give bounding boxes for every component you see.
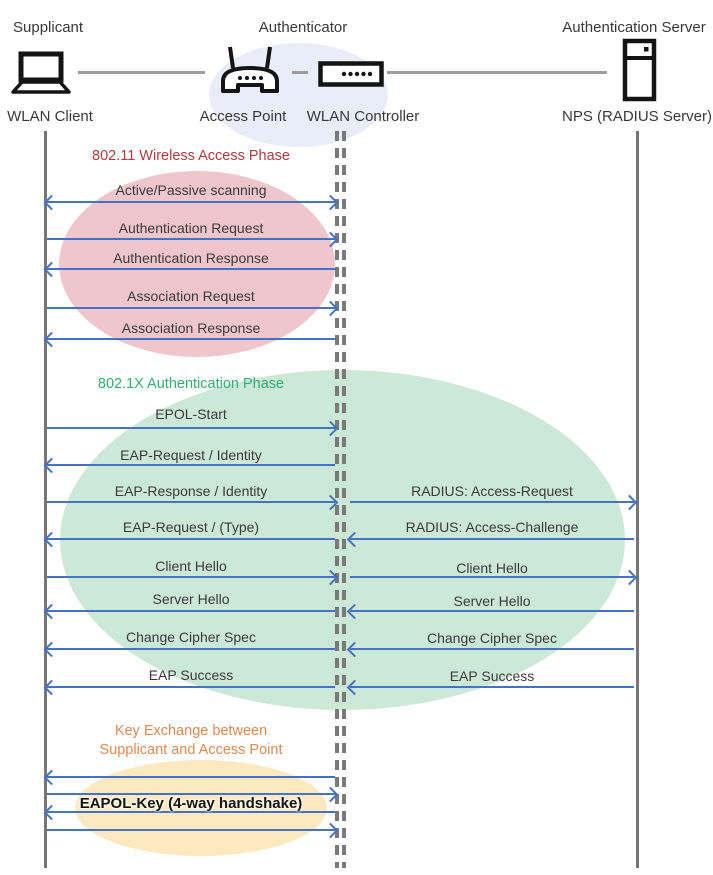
arrow-client-hello-left <box>47 569 339 586</box>
label-radius-access-challenge: RADIUS: Access-Challenge <box>405 519 579 535</box>
arrow-authentication-response <box>43 261 335 278</box>
label-server-hello-right: Server Hello <box>453 593 531 609</box>
label-association-response: Association Response <box>121 320 261 336</box>
arrow-eap-success-left <box>43 679 335 696</box>
arrow-radius-access-request <box>350 494 638 511</box>
link-controller-server <box>387 71 607 74</box>
label-client-hello-right: Client Hello <box>456 560 528 576</box>
phase3-title-line2: Supplicant and Access Point <box>99 742 283 758</box>
phase3-title: Key Exchange between Supplicant and Acce… <box>47 722 335 760</box>
label-eap-success-left: EAP Success <box>148 667 234 683</box>
phase3-title-line1: Key Exchange between <box>114 723 268 739</box>
arrow-change-cipher-spec-right <box>346 641 634 658</box>
label-change-cipher-spec-right: Change Cipher Spec <box>427 630 557 646</box>
label-active-passive-scanning: Active/Passive scanning <box>115 182 267 198</box>
label-change-cipher-spec-left: Change Cipher Spec <box>126 629 256 645</box>
device-label-access-point: Access Point <box>199 108 287 125</box>
arrow-association-response <box>43 331 335 348</box>
arrow-eap-request-identity <box>43 457 335 474</box>
server-icon <box>622 38 657 102</box>
label-eap-response-identity: EAP-Response / Identity <box>114 483 268 499</box>
label-eap-request-identity: EAP-Request / Identity <box>120 447 262 463</box>
role-authenticator: Authenticator <box>258 19 348 36</box>
lifeline-nps-server <box>636 131 639 868</box>
laptop-icon <box>11 51 71 94</box>
label-authentication-response: Authentication Response <box>113 250 269 266</box>
access-point-icon <box>221 46 279 93</box>
role-supplicant: Supplicant <box>13 19 84 36</box>
label-eapol-key-handshake: EAPOL-Key (4-way handshake) <box>79 795 303 812</box>
arrow-eapol-key-4 <box>47 822 339 839</box>
authenticator-halo-ellipse <box>209 43 388 147</box>
arrow-server-hello-right <box>346 603 634 620</box>
phase1-title: 802.11 Wireless Access Phase <box>92 148 290 164</box>
label-authentication-request: Authentication Request <box>118 220 264 236</box>
arrow-authentication-request <box>47 231 339 248</box>
label-client-hello-left: Client Hello <box>155 558 227 574</box>
lifeline-wlan-client <box>44 131 47 868</box>
lifeline-wlan-controller-dashed-2 <box>342 131 346 868</box>
label-eap-request-type: EAP-Request / (Type) <box>122 519 260 535</box>
arrow-eapol-key-1 <box>43 769 335 786</box>
arrow-change-cipher-spec-left <box>43 641 335 658</box>
arrow-eap-response-identity <box>47 494 339 511</box>
device-label-wlan-controller: WLAN Controller <box>306 108 420 125</box>
arrow-active-passive-scanning <box>43 194 339 211</box>
arrow-association-request <box>47 300 339 317</box>
phase2-title: 802.1X Authentication Phase <box>97 376 285 392</box>
label-association-request: Association Request <box>127 288 255 304</box>
label-server-hello-left: Server Hello <box>152 591 230 607</box>
arrow-server-hello-left <box>43 603 335 620</box>
device-label-nps-radius-server: NPS (RADIUS Server) <box>561 108 713 125</box>
label-epol-start: EPOL-Start <box>155 406 227 422</box>
wlan-controller-icon <box>318 61 384 87</box>
arrow-radius-access-challenge <box>346 531 634 548</box>
lifeline-wlan-controller-dashed-1 <box>335 131 339 868</box>
arrow-epol-start <box>47 420 339 437</box>
device-label-wlan-client: WLAN Client <box>7 108 93 125</box>
label-eap-success-right: EAP Success <box>449 668 535 684</box>
arrow-eapol-key-2 <box>47 786 339 803</box>
arrow-eap-request-type <box>43 531 335 548</box>
arrow-client-hello-right <box>350 569 638 586</box>
label-radius-access-request: RADIUS: Access-Request <box>411 483 573 499</box>
link-ap-controller <box>292 71 308 74</box>
arrow-eapol-key-3 <box>43 804 335 821</box>
role-authentication-server: Authentication Server <box>562 19 706 36</box>
arrow-eap-success-right <box>346 679 634 696</box>
link-client-ap <box>78 71 205 74</box>
